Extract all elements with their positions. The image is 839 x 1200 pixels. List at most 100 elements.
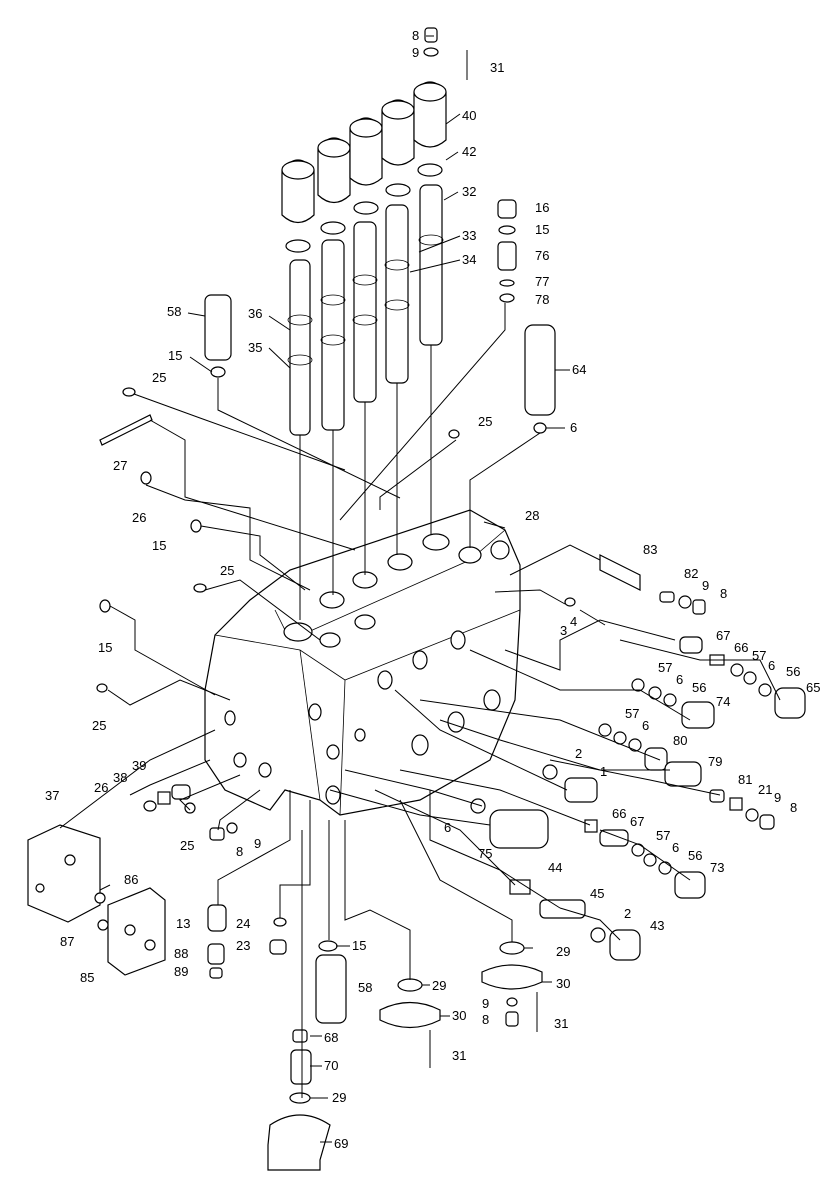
label-31: 31	[452, 1048, 466, 1063]
label-89: 89	[174, 964, 188, 979]
left-o-rings	[96, 387, 460, 693]
label-75: 75	[478, 846, 492, 861]
label-42: 42	[462, 144, 476, 159]
label-86: 86	[124, 872, 138, 887]
label-73: 73	[710, 860, 724, 875]
label-56: 56	[688, 848, 702, 863]
label-57: 57	[658, 660, 672, 675]
label-25: 25	[92, 718, 106, 733]
label-76: 76	[535, 248, 549, 263]
label-8: 8	[412, 28, 419, 43]
label-39: 39	[132, 758, 146, 773]
label-28: 28	[525, 508, 539, 523]
label-8: 8	[790, 800, 797, 815]
label-9: 9	[774, 790, 781, 805]
label-29: 29	[432, 978, 446, 993]
label-87: 87	[60, 934, 74, 949]
leader-lines	[59, 35, 781, 1143]
label-66: 66	[734, 640, 748, 655]
label-3: 3	[560, 623, 567, 638]
label-45: 45	[590, 886, 604, 901]
spool-caps	[281, 81, 447, 224]
label-34: 34	[462, 252, 476, 267]
label-67: 67	[630, 814, 644, 829]
label-56: 56	[692, 680, 706, 695]
label-44: 44	[548, 860, 562, 875]
top-right-parts	[204, 27, 556, 434]
label-57: 57	[656, 828, 670, 843]
label-30: 30	[452, 1008, 466, 1023]
label-15: 15	[98, 640, 112, 655]
valve-body	[204, 509, 521, 816]
label-25: 25	[152, 370, 166, 385]
label-78: 78	[535, 292, 549, 307]
label-4: 4	[570, 614, 577, 629]
label-33: 33	[462, 228, 476, 243]
label-15: 15	[152, 538, 166, 553]
label-27: 27	[113, 458, 127, 473]
label-6: 6	[768, 658, 775, 673]
label-6: 6	[672, 840, 679, 855]
label-6: 6	[676, 672, 683, 687]
label-82: 82	[684, 566, 698, 581]
label-2: 2	[575, 746, 582, 761]
label-9: 9	[254, 836, 261, 851]
label-23: 23	[236, 938, 250, 953]
label-15: 15	[535, 222, 549, 237]
label-24: 24	[236, 916, 250, 931]
left-block-parts	[27, 784, 287, 979]
label-6: 6	[444, 820, 451, 835]
label-83: 83	[643, 542, 657, 557]
label-66: 66	[612, 806, 626, 821]
label-31: 31	[490, 60, 504, 75]
label-58: 58	[358, 980, 372, 995]
label-80: 80	[673, 733, 687, 748]
label-35: 35	[248, 340, 262, 355]
label-2: 2	[624, 906, 631, 921]
label-26: 26	[94, 780, 108, 795]
label-15: 15	[352, 938, 366, 953]
label-8: 8	[236, 844, 243, 859]
label-9: 9	[482, 996, 489, 1011]
label-38: 38	[113, 770, 127, 785]
label-31: 31	[554, 1016, 568, 1031]
label-13: 13	[176, 916, 190, 931]
label-8: 8	[720, 586, 727, 601]
label-29: 29	[556, 944, 570, 959]
label-25: 25	[180, 838, 194, 853]
label-64: 64	[572, 362, 586, 377]
spool-o-rings	[285, 163, 443, 253]
label-9: 9	[412, 45, 419, 60]
label-16: 16	[535, 200, 549, 215]
label-6: 6	[570, 420, 577, 435]
label-43: 43	[650, 918, 664, 933]
label-70: 70	[324, 1058, 338, 1073]
label-6: 6	[642, 718, 649, 733]
label-8: 8	[482, 1012, 489, 1027]
label-56: 56	[786, 664, 800, 679]
label-9: 9	[702, 578, 709, 593]
label-88: 88	[174, 946, 188, 961]
right-side-parts	[470, 554, 806, 961]
label-1: 1	[600, 764, 607, 779]
spools	[287, 184, 444, 436]
label-25: 25	[478, 414, 492, 429]
label-68: 68	[324, 1030, 338, 1045]
label-26: 26	[132, 510, 146, 525]
label-25: 25	[220, 563, 234, 578]
label-65: 65	[806, 680, 820, 695]
label-29: 29	[332, 1090, 346, 1105]
label-36: 36	[248, 306, 262, 321]
label-74: 74	[716, 694, 730, 709]
label-58: 58	[167, 304, 181, 319]
part-labels: 8 9 31 40 42 32 16 15 76 77 78 33 34 58 …	[45, 28, 820, 1151]
label-32: 32	[462, 184, 476, 199]
label-15: 15	[168, 348, 182, 363]
bottom-parts	[267, 940, 543, 1171]
label-57: 57	[625, 706, 639, 721]
label-81: 81	[738, 772, 752, 787]
label-30: 30	[556, 976, 570, 991]
label-77: 77	[535, 274, 549, 289]
label-37: 37	[45, 788, 59, 803]
